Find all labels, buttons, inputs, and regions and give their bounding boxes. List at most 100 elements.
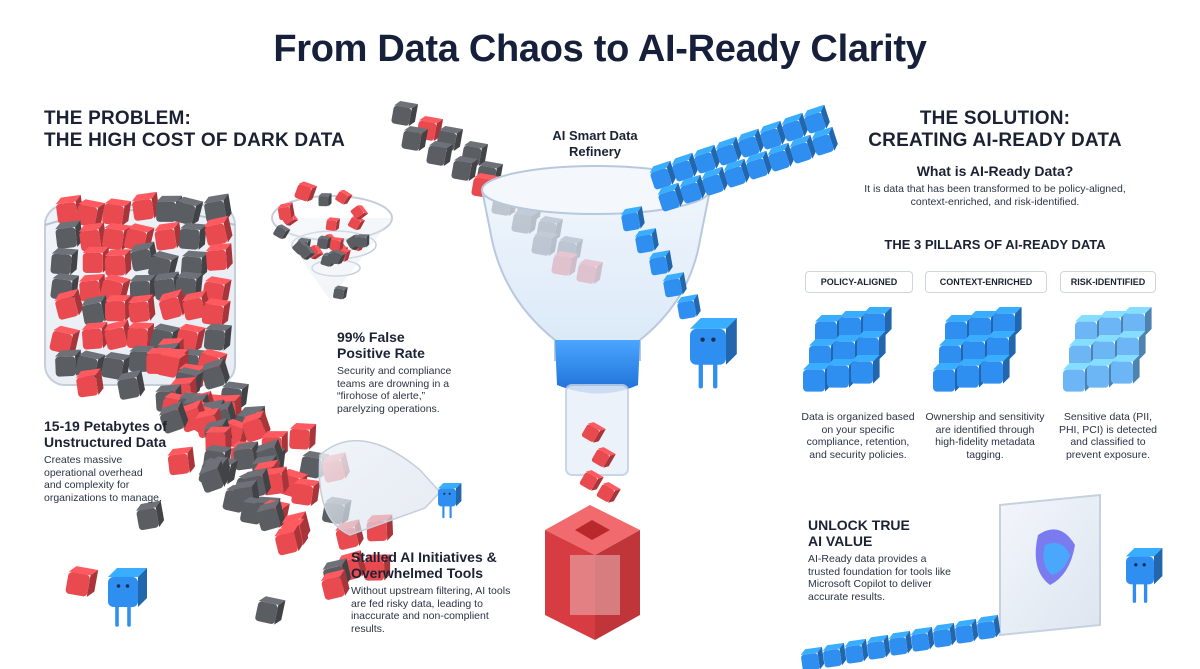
data-cube	[693, 144, 720, 174]
data-cube	[54, 288, 84, 320]
pillar-desc-line: on your specific	[821, 423, 895, 436]
problem-heading-line1: THE PROBLEM:	[44, 108, 192, 129]
data-cube	[745, 150, 772, 180]
pillar-desc-line: and classified to	[1070, 436, 1146, 448]
data-cube	[203, 193, 232, 223]
pillar-desc-line: and security policies.	[809, 448, 907, 461]
data-cube	[1126, 548, 1163, 585]
stat-petabytes: 15-19 Petabytes of Unstructured Data Cre…	[44, 418, 204, 504]
data-cube	[648, 250, 673, 276]
data-cube	[715, 136, 742, 166]
data-cube	[104, 249, 132, 276]
solution-heading-line1: THE SOLUTION:	[919, 108, 1071, 129]
data-cube	[987, 331, 1016, 360]
data-cube	[888, 630, 913, 656]
data-cube	[634, 228, 659, 254]
pillar-desc-context: Ownership and sensitivity are identified…	[920, 411, 1050, 461]
data-cube	[993, 307, 1022, 336]
stat-body-line: parelyzing operations.	[337, 402, 440, 415]
data-cube	[954, 618, 979, 644]
data-cube	[591, 447, 616, 468]
data-cube	[1123, 307, 1152, 336]
refinery-label: AI Smart Data Refinery	[530, 128, 660, 160]
data-cube	[976, 614, 1001, 640]
data-cube	[438, 483, 462, 507]
stat-title-line1: Stalled AI Initiatives &	[351, 549, 497, 565]
pillar-desc-risk: Sensitive data (PII, PHI, PCI) is detect…	[1055, 411, 1161, 461]
pillar-desc-line: Ownership and sensitivity	[925, 411, 1045, 423]
unlock-title-line1: UNLOCK TRUE	[808, 517, 910, 533]
data-cube	[863, 307, 892, 336]
data-cube	[662, 272, 687, 298]
stat-stalled-ai: Stalled AI Initiatives & Overwhelmed Too…	[351, 549, 551, 635]
pillar-desc-line: prevent exposure.	[1065, 448, 1151, 461]
data-cube	[178, 222, 207, 250]
data-cube	[172, 196, 204, 226]
data-cube	[116, 369, 145, 400]
data-cube	[108, 568, 147, 607]
spilled-cubes	[65, 338, 394, 625]
unlock-body-line: AI-Ready data provides a	[808, 553, 927, 565]
data-cube	[156, 350, 187, 379]
data-cube	[789, 134, 816, 164]
refinery-label-line1: AI Smart Data	[552, 128, 638, 143]
stat-body-line: organizations to manage.	[44, 491, 162, 504]
unlock-body-line: accurate results.	[808, 590, 886, 603]
data-cube	[65, 566, 99, 597]
data-cube	[981, 355, 1010, 384]
stat-title-line1: 99% False	[337, 329, 405, 345]
stat-title-line2: Unstructured Data	[44, 434, 167, 450]
what-is-body-line1: It is data that has been transformed to …	[864, 183, 1126, 195]
data-cube	[620, 206, 645, 232]
what-is-body-line2: context-enriched, and risk-identified.	[910, 195, 1080, 208]
data-cube	[297, 245, 316, 260]
data-cube	[857, 331, 886, 360]
data-cube	[1117, 331, 1146, 360]
data-cube	[451, 155, 479, 182]
data-cube	[50, 247, 79, 275]
data-cube	[803, 104, 830, 134]
data-cube	[198, 460, 228, 493]
stat-body-line: Without upstream filtering, AI tools	[351, 585, 511, 597]
pillar-desc-line: high-fidelity metadata	[935, 436, 1035, 448]
data-cube	[128, 294, 156, 323]
data-cube	[129, 241, 158, 272]
pillar-desc-line: compliance, retention,	[806, 436, 910, 448]
data-cube	[55, 220, 83, 249]
data-cube	[154, 221, 182, 251]
data-cube	[910, 626, 935, 652]
data-cube	[690, 318, 737, 365]
data-cube	[329, 249, 346, 265]
blue-cube-mascot	[690, 318, 737, 389]
data-cube	[204, 215, 233, 247]
data-cube	[82, 246, 109, 273]
data-cube	[333, 285, 348, 300]
data-cube	[55, 349, 82, 377]
data-cube	[596, 482, 621, 503]
unlock-body-line: Microsoft Copilot to deliver	[808, 578, 932, 590]
data-cube	[844, 638, 869, 664]
data-cube	[159, 401, 189, 434]
data-cube	[320, 569, 350, 600]
stat-body-line: teams are drowning in a	[337, 377, 450, 390]
blue-cube-mascot	[1126, 548, 1163, 603]
pillar-label-risk: RISK-IDENTIFIED	[1060, 271, 1156, 293]
data-cube	[75, 368, 104, 398]
data-cube	[851, 355, 880, 384]
small-funnel	[318, 439, 442, 536]
data-cube	[200, 357, 230, 390]
data-cube	[811, 126, 838, 156]
pillar-cubes	[803, 307, 1152, 392]
stat-body-line: “firohose of alerte,”	[337, 390, 426, 402]
data-cube	[318, 193, 332, 207]
data-cube	[649, 160, 676, 190]
swirl-cubes	[273, 181, 370, 300]
pillar-label-policy: POLICY-ALIGNED	[805, 271, 913, 293]
pillar-label-context: CONTEXT-ENRICHED	[925, 271, 1047, 293]
data-cube	[241, 410, 271, 443]
red-collector-box	[545, 505, 640, 640]
pillar-desc-line: tagging.	[966, 448, 1004, 461]
stat-false-positive: 99% False Positive Rate Security and com…	[337, 329, 497, 415]
data-cube	[671, 152, 698, 182]
data-cube	[579, 470, 604, 491]
